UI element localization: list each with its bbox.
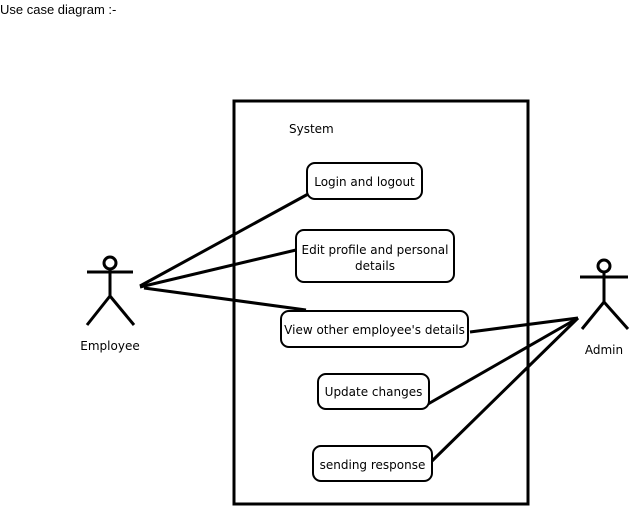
use-case-login[interactable]: Login and logout [306,162,423,200]
use-case-update[interactable]: Update changes [317,373,430,410]
assoc-employee-view-details [143,286,307,312]
employee-label: Employee [80,339,139,353]
system-label: System [289,122,334,136]
use-case-response[interactable]: sending response [312,445,433,482]
employee-head-icon [102,255,118,271]
use-case-view-details[interactable]: View other employee's details [280,310,469,348]
assoc-admin-view-details [469,316,579,334]
admin-associations [427,316,580,463]
admin-actor[interactable] [580,258,630,330]
use-case-edit-profile-label-line2: details [355,259,395,273]
employee-associations [139,191,311,312]
employee-actor[interactable] [85,255,136,326]
assoc-employee-edit-profile [139,248,297,289]
use-case-view-details-label: View other employee's details [284,323,465,337]
system-boundary [232,99,530,506]
admin-label: Admin [585,343,623,357]
assoc-admin-update [427,316,579,406]
admin-head-icon [596,258,612,274]
assoc-admin-response [430,316,580,463]
use-case-update-label: Update changes [325,385,423,399]
use-case-edit-profile-label-line1: Edit profile and personal [302,243,449,257]
assoc-employee-login [139,191,311,288]
diagram-heading: Use case diagram :- [0,2,117,17]
use-case-response-label: sending response [320,458,426,472]
use-case-edit-profile[interactable]: Edit profile and personal details [295,229,455,283]
use-case-login-label: Login and logout [314,175,415,189]
